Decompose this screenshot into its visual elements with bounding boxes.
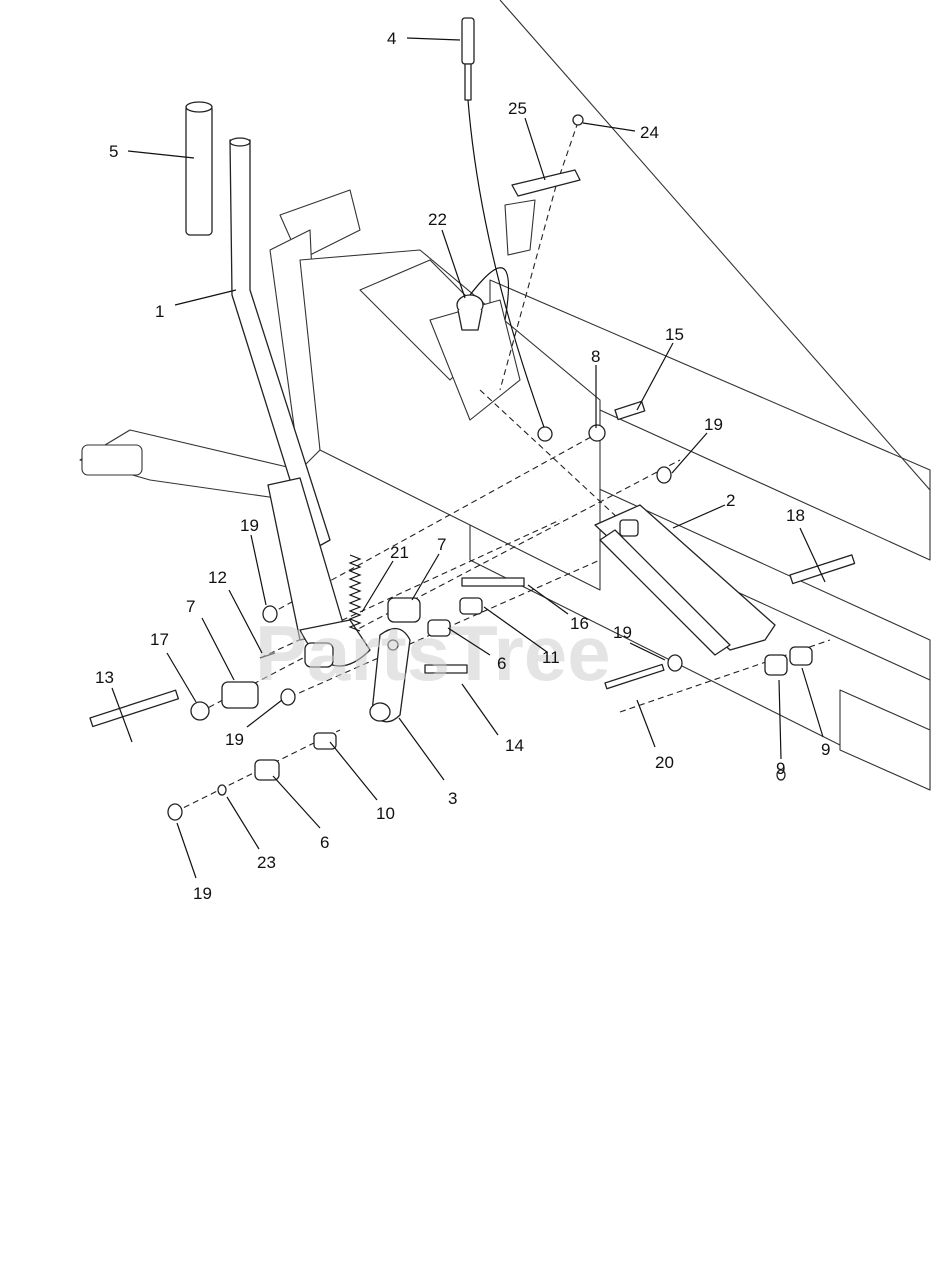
callout-13: 13 <box>95 668 114 687</box>
callout-18: 17 <box>150 630 169 649</box>
callout-8: 8 <box>591 347 600 366</box>
callout-24: 24 <box>640 123 659 142</box>
callout-19-c: 19 <box>613 623 632 642</box>
callout-22: 22 <box>428 210 447 229</box>
part-screw-small <box>572 114 584 126</box>
callouts: 4 5 1 25 24 22 15 8 19 2 18 19 21 7 12 7… <box>95 29 830 903</box>
part-cable-knob <box>461 17 553 442</box>
callout-17: 18 <box>786 506 805 525</box>
callout-7-b: 7 <box>186 597 195 616</box>
callout-19-b: 19 <box>240 516 259 535</box>
part-cable-bracket <box>511 169 581 197</box>
callout-10: 10 <box>376 804 395 823</box>
callout-12: 12 <box>208 568 227 587</box>
callout-6-b: 6 <box>320 833 329 852</box>
callout-14: 15 <box>665 325 684 344</box>
part-cable-grommet <box>456 267 510 331</box>
callout-9-b: 9 <box>776 759 785 778</box>
callout-2: 2 <box>726 491 735 510</box>
callout-5: 5 <box>109 142 118 161</box>
callout-19-d: 19 <box>225 730 244 749</box>
callout-21: 21 <box>390 543 409 562</box>
part-hardware <box>89 400 856 821</box>
part-pivot-arm <box>369 628 411 723</box>
callout-25: 25 <box>508 99 527 118</box>
callout-1: 1 <box>155 302 164 321</box>
part-spring <box>348 554 362 632</box>
callout-20: 20 <box>655 753 674 772</box>
part-linkage-arm <box>594 504 776 656</box>
part-grip-sleeve <box>185 101 213 236</box>
callout-16: 16 <box>570 614 589 633</box>
callout-19-a: 19 <box>704 415 723 434</box>
callout-23: 23 <box>257 853 276 872</box>
callout-7-a: 7 <box>437 535 446 554</box>
callout-6-a: 6 <box>497 654 506 673</box>
watermark: PartsTree <box>255 609 611 697</box>
callout-3: 3 <box>448 789 457 808</box>
callout-4: 4 <box>387 29 396 48</box>
callout-11: 11 <box>542 648 560 667</box>
callout-9-a: 9 <box>821 740 830 759</box>
callout-19-e: 19 <box>193 884 212 903</box>
callout-15: 14 <box>505 736 524 755</box>
callout-leaders <box>111 37 826 879</box>
